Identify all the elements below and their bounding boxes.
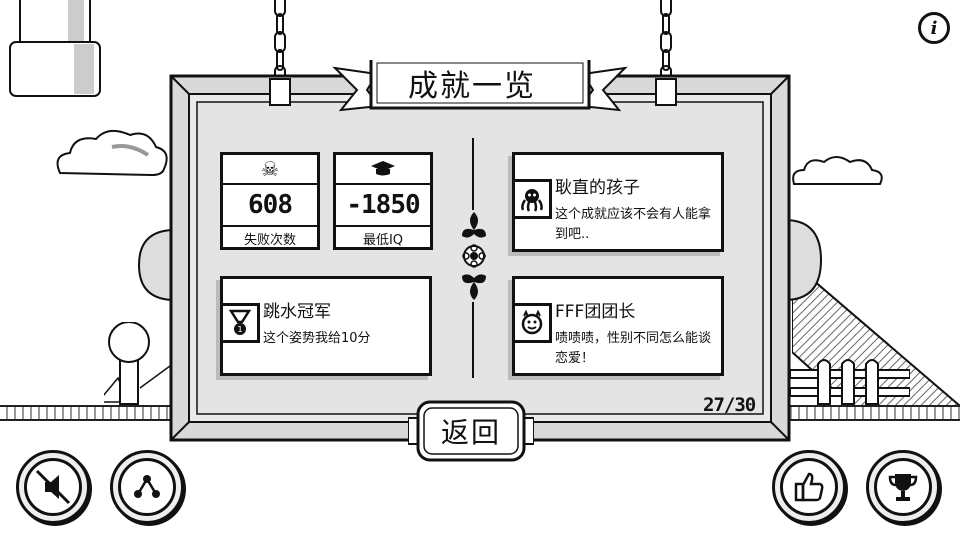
stat-value: 608 [223,185,317,227]
achievement-name: 跳水冠军 [263,302,331,322]
mute-speaker-icon [24,458,82,516]
back-button-frame [408,400,534,462]
cloud-left [56,129,168,177]
stat-box-lowest-iq: -1850 最低IQ [333,152,433,250]
achievement-desc: 这个姿势我给10分 [263,331,371,346]
board-clip-left [269,78,291,106]
fence-decoration [790,359,910,405]
sound-toggle-button[interactable] [16,450,90,524]
like-button[interactable] [772,450,846,524]
octopus-icon [512,179,552,219]
trophy-button[interactable] [866,450,940,524]
svg-text:1: 1 [237,325,242,334]
achievement-name: FFF团团长 [555,302,636,322]
stat-value: -1850 [336,185,430,227]
skull-icon: ☠ [223,155,317,185]
cloud-right [792,156,883,185]
share-button[interactable] [110,450,184,524]
devil-face-icon [512,303,552,343]
flower-ornament-icon [458,210,490,302]
stat-label: 最低IQ [362,232,404,248]
chain-left [274,0,286,78]
stat-label: 失败次数 [243,232,296,248]
page-title: 成就一览 [408,69,536,104]
mushroom-decoration [104,322,171,405]
graduation-cap-icon [336,155,430,185]
back-button[interactable]: 返回 [440,416,501,449]
board-clip-right [655,78,677,106]
stat-box-failures: ☠ 608 失败次数 [220,152,320,250]
achievement-card[interactable]: FFF团团长 啧啧啧，性别不同怎么能谈恋爱！ [512,276,724,376]
share-icon [118,458,176,516]
achievement-desc: 啧啧啧，性别不同怎么能谈恋爱！ [555,331,712,366]
thumbs-up-icon [780,458,838,516]
achievement-desc: 这个成就应该不会有人能拿到吧.. [555,207,712,242]
achievement-card[interactable]: 1 跳水冠军 这个姿势我给10分 [220,276,432,376]
pipe-decoration [9,0,101,97]
achievement-progress: 27/30 [703,394,756,416]
trophy-icon [874,458,932,516]
info-button[interactable]: i [918,12,950,44]
medal-icon: 1 [220,303,260,343]
chain-right [660,0,672,78]
achievement-card[interactable]: 耿直的孩子 这个成就应该不会有人能拿到吧.. [512,152,724,252]
achievement-name: 耿直的孩子 [555,178,640,198]
